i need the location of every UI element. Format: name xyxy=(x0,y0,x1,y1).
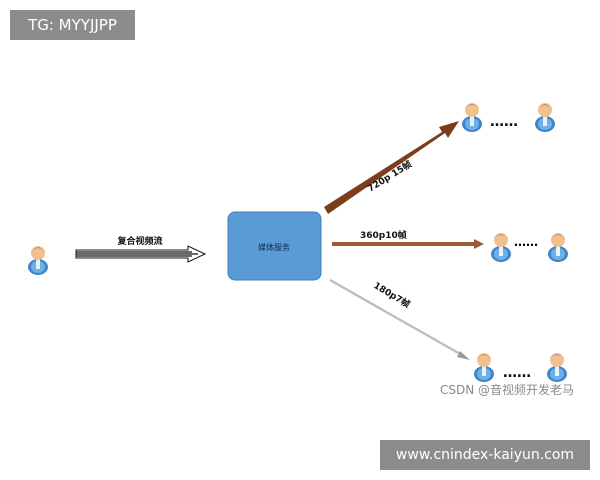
output-arrow-360p xyxy=(332,239,484,249)
user-icon-720p-first xyxy=(462,103,482,132)
media-server-box xyxy=(227,211,322,281)
output-label-180p: 180p7帧 xyxy=(371,279,412,310)
user-icon-720p-last xyxy=(535,103,555,132)
user-icon-360p-last xyxy=(548,233,568,262)
source-user-icon xyxy=(28,246,48,275)
input-stream-arrow xyxy=(75,245,207,263)
output-arrow-180p xyxy=(329,279,470,360)
csdn-credit: CSDN @音视频开发老马 xyxy=(440,383,575,397)
user-icon-180p-first xyxy=(474,353,494,382)
dots-360p: …… xyxy=(514,235,538,249)
input-stream-label: 复合视频流 xyxy=(116,235,162,247)
dots-180p: …… xyxy=(503,365,531,381)
user-icon-360p-first xyxy=(491,233,511,262)
dots-720p: …… xyxy=(490,114,518,130)
output-arrow-720p xyxy=(324,121,459,214)
media-server-label: 媒体服务 xyxy=(258,242,290,252)
user-icon-180p-last xyxy=(547,353,567,382)
bottom-watermark-tag: www.cnindex-kaiyun.com xyxy=(380,440,590,470)
output-label-360p: 360p10帧 xyxy=(360,229,407,241)
top-watermark-tag: TG: MYYJJPP xyxy=(10,10,135,40)
